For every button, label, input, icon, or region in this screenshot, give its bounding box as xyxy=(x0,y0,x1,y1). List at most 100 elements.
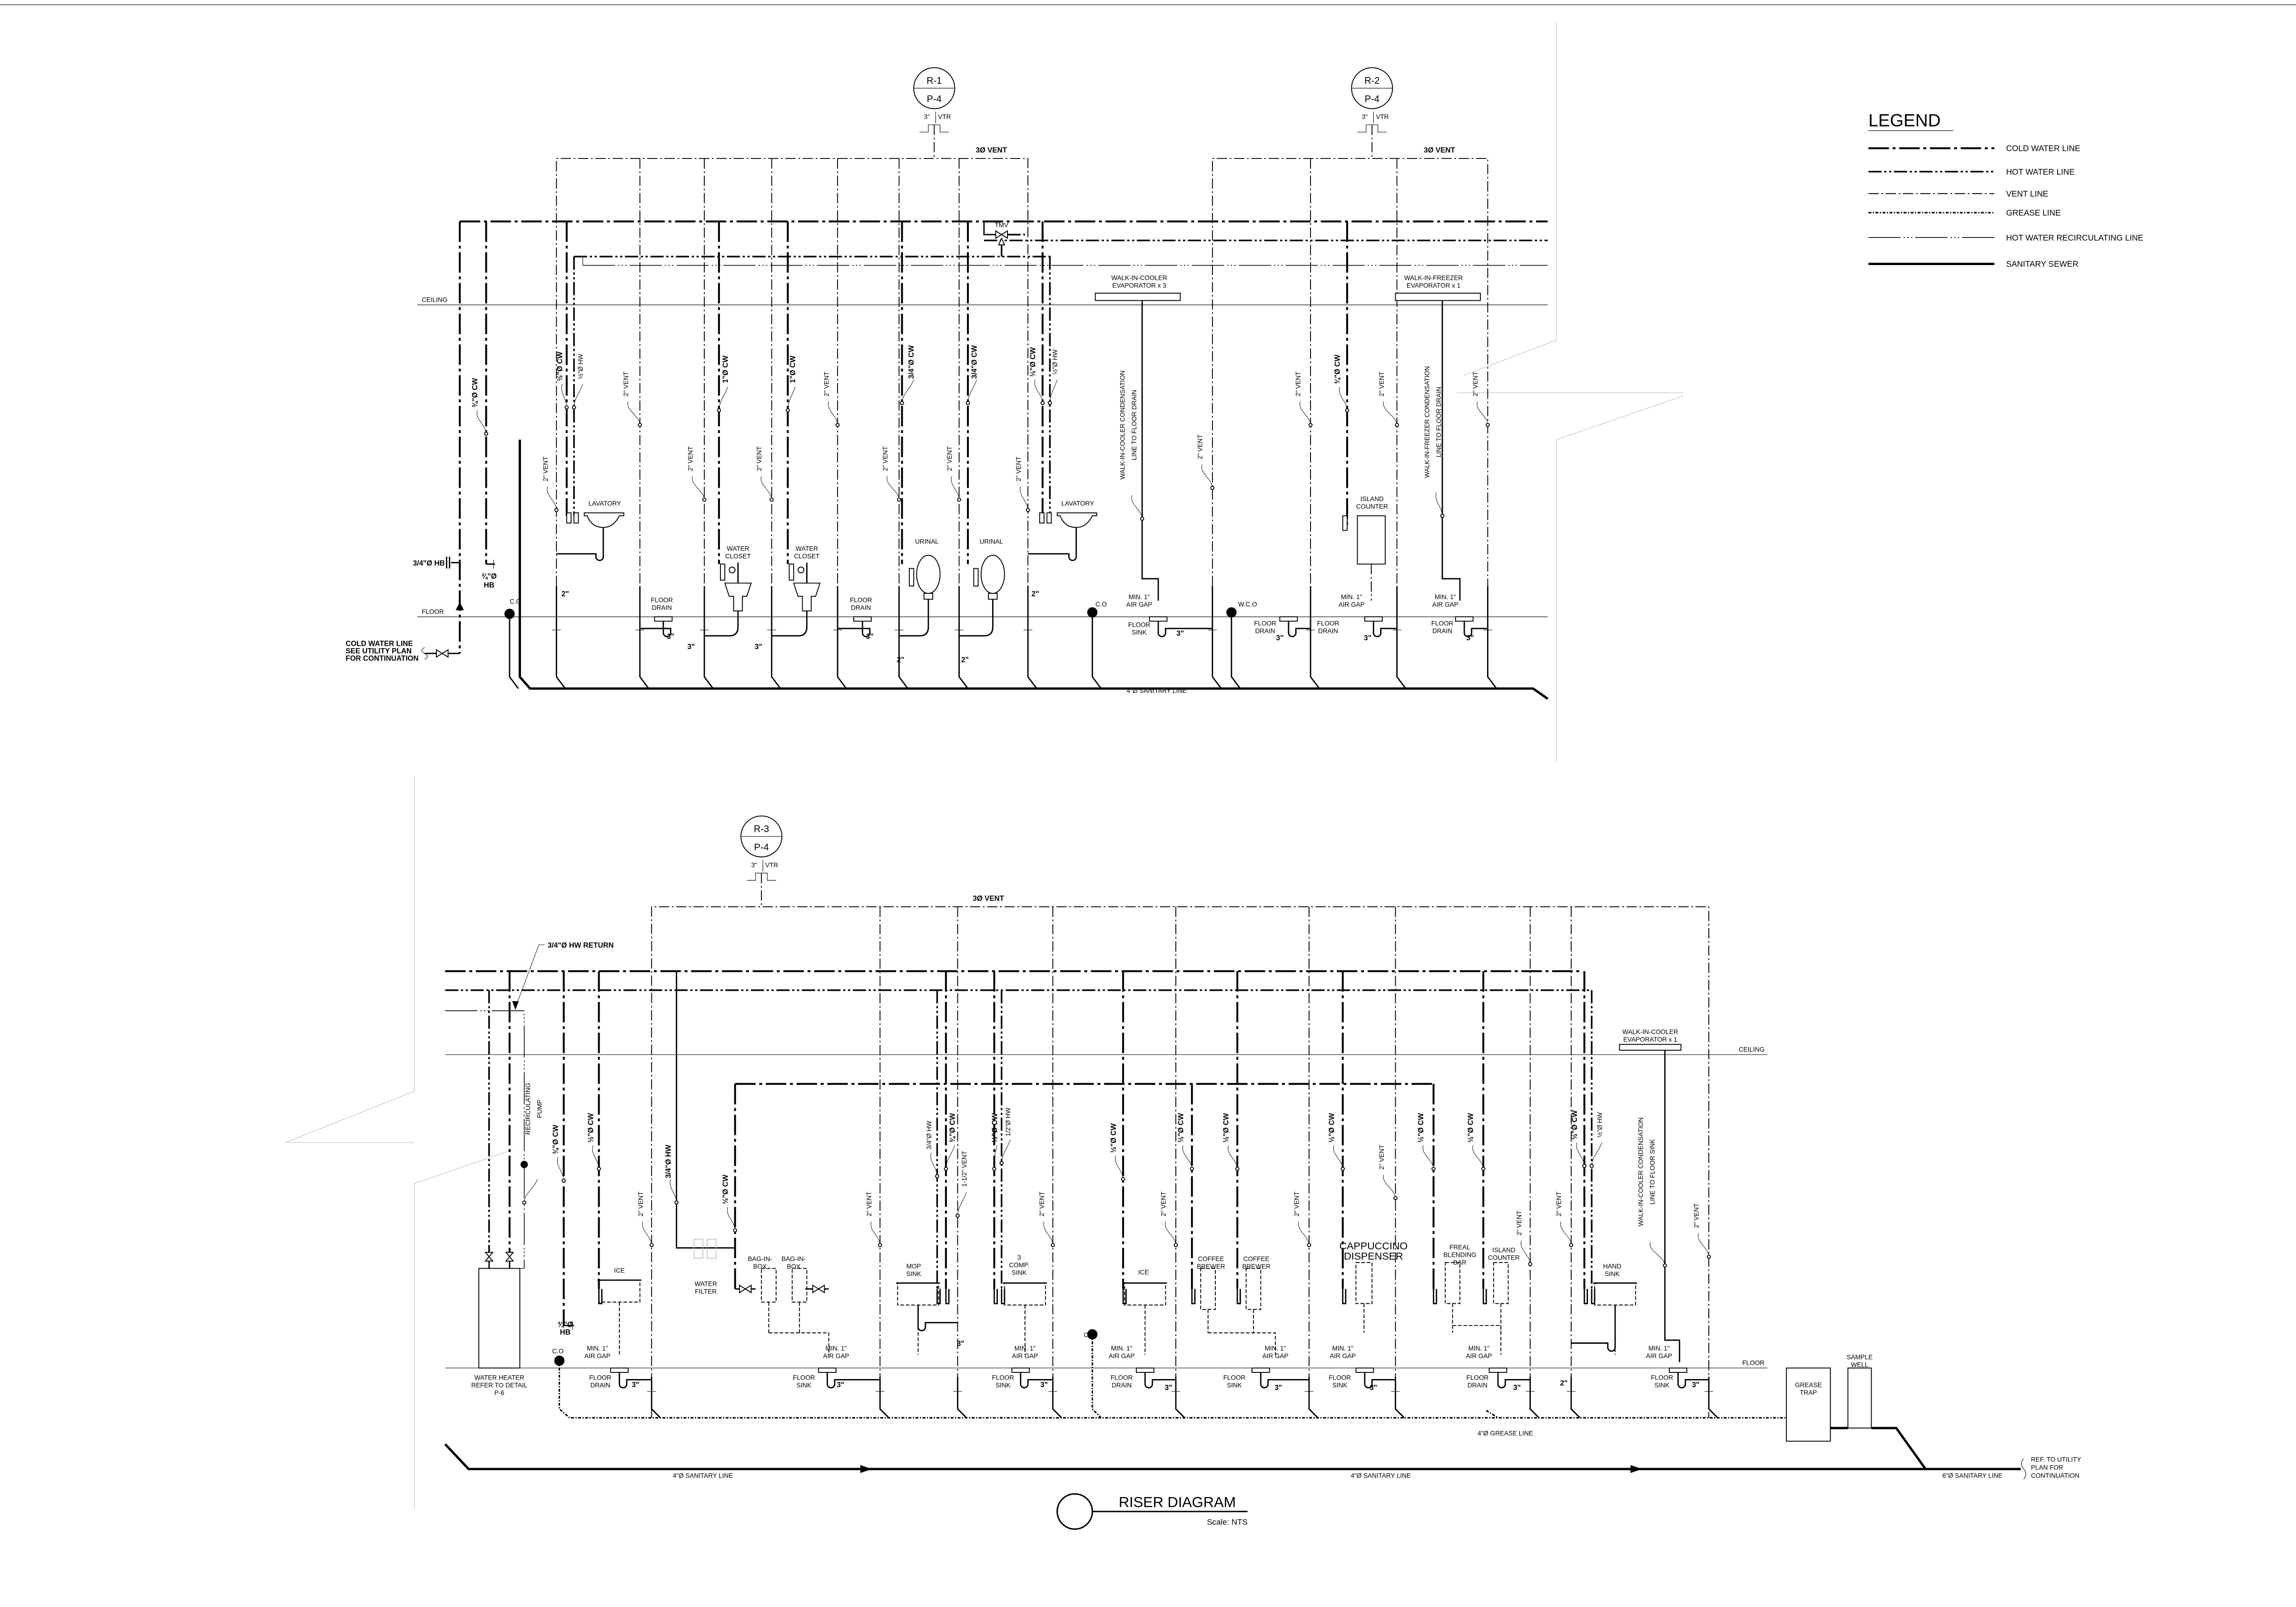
pipe-size-label: ½"Ø CW xyxy=(587,1113,595,1143)
pipe-marker-icon xyxy=(1440,513,1445,518)
indirect-waste xyxy=(769,1332,829,1355)
label-line: PUMP xyxy=(536,1100,543,1118)
sheet-ref: P-4 xyxy=(927,94,942,105)
equipment-icon xyxy=(791,1268,808,1303)
vent-header xyxy=(1212,158,1488,586)
valve-icon xyxy=(505,1252,514,1262)
pipe-size-label: 2" VENT xyxy=(1378,1145,1385,1170)
pipe-marker-icon xyxy=(944,1166,948,1171)
supply-stop-icon xyxy=(945,1289,950,1304)
sink-icon xyxy=(1124,1282,1166,1306)
riser-id: R-3 xyxy=(754,824,769,835)
pipe-size-label: 3/4"Ø HW xyxy=(926,1121,933,1150)
pipe-size-label: ½"Ø CW xyxy=(556,352,564,381)
trap-arm xyxy=(1144,1372,1176,1389)
pipe-marker-icon xyxy=(564,405,569,410)
break-icon xyxy=(2021,1459,2026,1479)
label-leader xyxy=(592,1145,600,1169)
air-gap-label: MIN. 1"AIR GAP xyxy=(584,1345,611,1360)
pipe-marker-icon xyxy=(1308,423,1313,427)
floor-drain-icon xyxy=(1364,616,1383,622)
fixture-label: BAG-IN-BOX xyxy=(748,1255,772,1270)
label-line: DRAIN xyxy=(1432,628,1452,635)
vtr-label: VTR xyxy=(1376,113,1389,120)
pipe-marker-icon xyxy=(562,1178,566,1183)
drain-stack xyxy=(898,586,908,689)
label-line: 3 xyxy=(1017,1254,1021,1261)
label-leader xyxy=(1165,1221,1176,1245)
closet-drain xyxy=(771,611,808,637)
label-leader xyxy=(760,476,772,500)
label-line: WATER xyxy=(727,545,749,552)
label-leader xyxy=(547,486,557,510)
label-line: DRAIN xyxy=(591,1381,611,1389)
label-line: MIN. 1" xyxy=(1129,593,1150,601)
label-line: SINK xyxy=(906,1271,921,1278)
label-line: FLOOR xyxy=(992,1374,1015,1381)
ceiling-label: CEILING xyxy=(422,296,447,304)
fixture-label: BAG-IN-BOX xyxy=(781,1255,806,1270)
tmv-valve-icon xyxy=(995,230,1008,239)
label-line: BOX xyxy=(753,1263,767,1270)
sanitary-line-label: 6"Ø SANITARY LINE xyxy=(1942,1472,2002,1479)
pipe-size-label: 3/4"Ø CW xyxy=(907,345,916,379)
drain-stack xyxy=(879,1377,889,1419)
pipe-marker-icon xyxy=(1025,508,1030,512)
pipe-marker-icon xyxy=(1345,408,1350,413)
label-line: CAPPUCCINO xyxy=(1340,1240,1408,1252)
label-leader xyxy=(692,476,705,500)
pipe-size-label: 2" VENT xyxy=(542,456,549,481)
label-line: WELL xyxy=(1851,1361,1869,1368)
label-line: SINK xyxy=(1012,1269,1027,1276)
label-line: EVAPORATOR x 1 xyxy=(1623,1036,1677,1043)
pipe-marker-icon xyxy=(1663,1263,1667,1268)
label-line: AIR GAP xyxy=(1109,1352,1135,1360)
pipe-marker-icon xyxy=(1481,1166,1486,1171)
equipment-icon xyxy=(1445,1262,1460,1304)
vent-header xyxy=(651,906,1709,1418)
pipe-marker-icon xyxy=(1569,1242,1574,1247)
label-line: DRAIN xyxy=(1112,1381,1132,1389)
valve-icon xyxy=(484,1252,494,1262)
label-line: MIN. 1" xyxy=(1435,593,1456,601)
label-line: FREAL xyxy=(1449,1243,1470,1251)
pipe-size-label: 2" VENT xyxy=(1293,1192,1300,1216)
pipe-size-label: ½"Ø CW xyxy=(1571,1110,1579,1139)
supply-stop-icon xyxy=(573,512,579,524)
label-leader xyxy=(1182,1145,1192,1169)
fixture-label: MIN. 1"AIR GAP xyxy=(1339,593,1365,608)
riser-id: R-1 xyxy=(926,76,942,86)
evaporator-icon xyxy=(1395,293,1481,301)
fixture-label: MIN. 1"AIR GAP xyxy=(1126,593,1153,608)
pipe-marker-icon xyxy=(1706,1254,1711,1259)
tmv-label: TMV xyxy=(995,222,1009,229)
urinal-drain xyxy=(959,599,994,637)
label-line: REF. TO UTILITY xyxy=(2031,1456,2081,1463)
pipe-marker-icon xyxy=(597,1166,601,1171)
evaporator-icon xyxy=(1619,1044,1682,1051)
fixture-label: LAVATORY xyxy=(589,500,621,507)
label-leader xyxy=(557,1157,564,1181)
label-leader xyxy=(1001,1139,1011,1163)
pipe-size-label: ¾"Ø CW xyxy=(1334,355,1342,384)
recirculating-pump-icon xyxy=(520,1161,528,1168)
pipe-size-label: 1"Ø CW xyxy=(789,355,797,383)
supply-stop-icon xyxy=(1039,512,1045,524)
drain-stack xyxy=(703,586,714,689)
pipe-size-label: 3" xyxy=(667,632,674,641)
label-line: CONTINUATION xyxy=(2031,1472,2079,1479)
fixture-label: LAVATORY xyxy=(1061,500,1094,507)
label-leader xyxy=(1228,1145,1238,1169)
drawing-scale: Scale: NTS xyxy=(1207,1518,1248,1527)
trap-arm xyxy=(827,1372,880,1389)
floor-drain-icon xyxy=(654,616,673,622)
floor-drain-icon xyxy=(1455,616,1474,622)
pipe-size-label: ¾"Ø CW xyxy=(471,378,479,407)
